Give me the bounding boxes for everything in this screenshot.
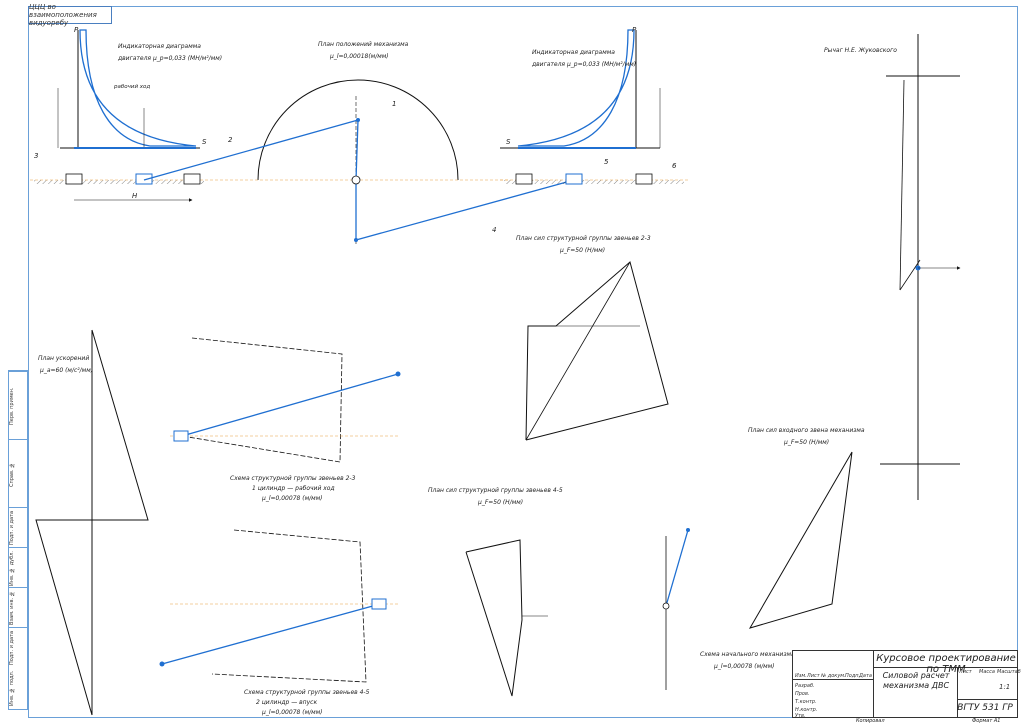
left-stamp-strip: Перв. примен. Справ. № Подп. и дата Инв.…: [8, 370, 28, 710]
label-5: 5: [604, 158, 609, 166]
group45-title: Схема структурной группы звеньев 4-5: [244, 689, 370, 696]
group-23-scheme: [170, 337, 401, 463]
group23-sub: 1 цилиндр — рабочий ход: [252, 485, 335, 492]
label-3: 3: [34, 152, 38, 160]
indicator-right-title: Индикаторная диаграмма: [532, 49, 615, 56]
row-date: Дата: [859, 673, 872, 679]
working-stroke-label: рабочий ход: [113, 84, 150, 90]
row-list: Лист: [807, 673, 820, 679]
initial-scheme-title: Схема начального механизма: [700, 651, 795, 658]
sheet-label: Лист: [959, 669, 972, 675]
indicator-diagram-left: [57, 29, 200, 149]
zhukovsky-lever: [880, 34, 961, 500]
label-2: 2: [228, 136, 233, 144]
force-plan-45-mu: μ_F=50 (Н/мм): [477, 499, 523, 506]
footer-left: Копировал: [856, 718, 885, 724]
drawing-name: Силовой расчет механизма ДВС: [882, 671, 950, 690]
force-plan-23: [525, 261, 669, 441]
label-1: 1: [392, 100, 396, 108]
footer-right: Формат А1: [972, 718, 1000, 724]
drawing-code: ВГТУ 531 ГР: [957, 703, 1013, 713]
title-block: Курсовое проектирование по ТММ Силовой р…: [792, 650, 1021, 719]
input-link-force-plan: [748, 451, 853, 629]
acceleration-plan: [35, 329, 149, 716]
course-title: Курсовое проектирование по ТММ: [876, 653, 1016, 675]
role-ncontr: Н.контр.: [795, 707, 818, 713]
indicator-left-title: Индикаторная диаграмма: [118, 43, 201, 50]
force-plan-45-title: План сил структурной группы звеньев 4-5: [428, 487, 563, 494]
group-45-scheme: [159, 529, 400, 683]
role-tcontr: Т.контр.: [795, 699, 817, 705]
row-sign: Подп.: [845, 673, 861, 679]
label-h: H: [132, 192, 138, 200]
group45-mu: μ_l=0,00078 (м/мм): [261, 709, 323, 716]
force-plan-23-mu: μ_F=50 (Н/мм): [559, 247, 605, 254]
accel-plan-title: План ускорений: [38, 355, 89, 362]
ground-left: [30, 173, 210, 202]
plan-of-positions: [143, 79, 575, 244]
label-s-left: S: [202, 138, 207, 146]
scale-value: 1:1: [999, 683, 1011, 691]
plan-positions-mu: μ_l=0,00018(м/мм): [329, 53, 389, 60]
role-approve: Утв.: [795, 713, 806, 719]
plan-positions-title: План положений механизма: [318, 41, 409, 48]
label-p-left: P: [74, 26, 79, 34]
indicator-diagram-right: [500, 29, 690, 185]
label-s-right: S: [506, 138, 511, 146]
accel-plan-mu: μ_a=60 (м/с²/мм): [39, 367, 93, 374]
group23-mu: μ_l=0,00078 (м/мм): [261, 495, 323, 502]
force-plan-23-title: План сил структурной группы звеньев 2-3: [516, 235, 651, 242]
group23-title: Схема структурной группы звеньев 2-3: [230, 475, 356, 482]
initial-scheme-mu: μ_l=0,00078 (м/мм): [713, 663, 775, 670]
input-link-title: План сил входного звена механизма: [748, 427, 865, 434]
mass-label: Масса: [979, 669, 995, 675]
row-doc: № докум.: [821, 673, 846, 679]
label-p-right: P: [632, 26, 637, 34]
indicator-left-sub: двигателя μ_p=0,033 (МН/м²/мм): [117, 55, 222, 62]
group45-sub: 2 цилиндр — впуск: [256, 699, 317, 706]
role-dev: Разраб.: [795, 683, 815, 689]
role-check: Пров.: [795, 691, 810, 697]
zhukovsky-title: Рычаг Н.Е. Жуковского: [824, 47, 897, 54]
sheet-top-tag: ЦЦЦ во взаимоположения видуоребу: [28, 3, 112, 27]
initial-mechanism-scheme: [662, 528, 690, 690]
force-plan-45: [465, 539, 548, 697]
row-izm: Изм.: [795, 673, 807, 679]
input-link-mu: μ_F=50 (Н/мм): [783, 439, 829, 446]
label-4: 4: [492, 226, 496, 234]
sheet-frame: [28, 6, 1018, 718]
label-6: 6: [672, 162, 677, 170]
scale-label: Масштаб: [997, 669, 1021, 675]
indicator-right-sub: двигателя μ_p=0,033 (МН/м²/мм): [531, 61, 636, 68]
